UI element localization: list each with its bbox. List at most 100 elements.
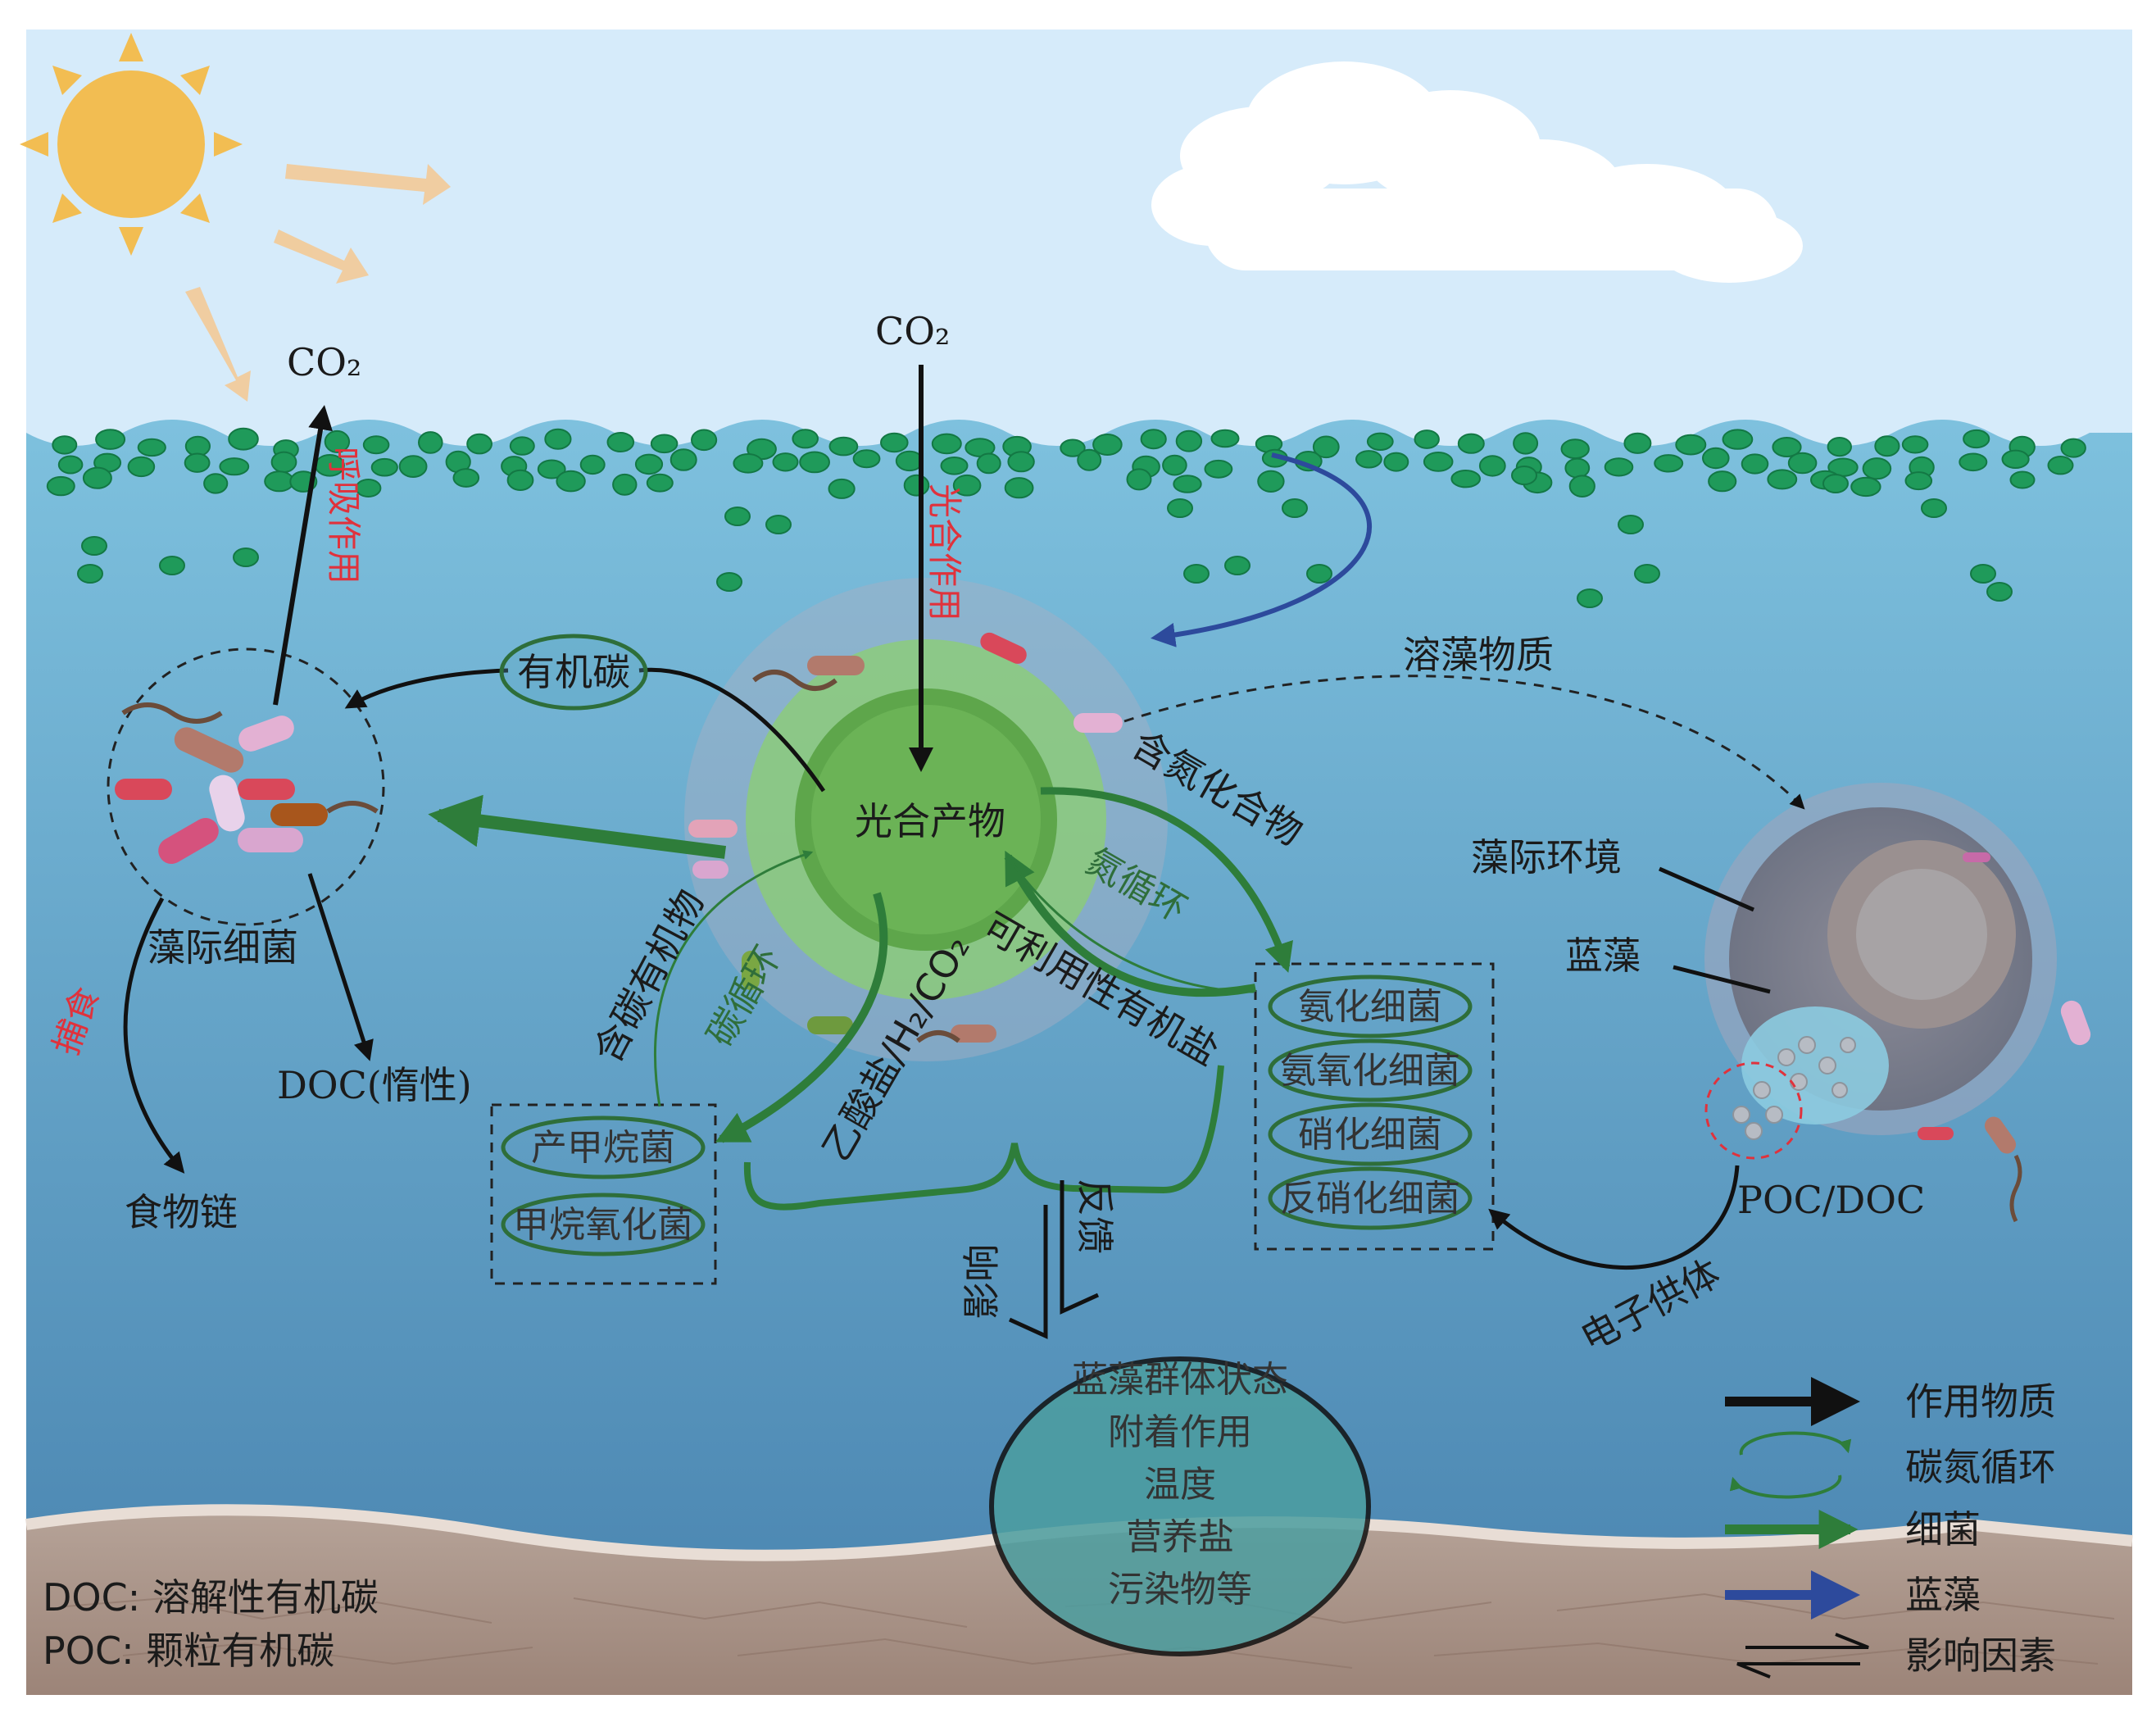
algae-cell — [95, 429, 126, 450]
phycosphere-bacteria-label: 藻际细菌 — [148, 925, 298, 970]
algae-cell — [1257, 470, 1285, 493]
algae-cell — [370, 457, 398, 477]
cyanobacteria-arrow — [1151, 452, 1372, 647]
feedback-label: 反馈 — [1073, 1179, 1117, 1254]
legend — [1725, 1377, 1869, 1679]
algicidal-arrow — [1123, 675, 1805, 810]
algae-cell — [1850, 476, 1881, 498]
factor-1: 附着作用 — [1108, 1411, 1252, 1453]
algae-cell — [880, 432, 909, 453]
factor-4: 污染物等 — [1108, 1569, 1252, 1611]
algae-cell — [646, 473, 674, 493]
algae-cell — [418, 431, 443, 454]
denitrifier-label: 反硝化细菌 — [1280, 1178, 1460, 1220]
algae-cell — [1423, 452, 1454, 472]
sun-icon — [20, 33, 243, 256]
algae-cell — [1077, 448, 1102, 471]
nitrogen-box — [1254, 962, 1495, 1251]
ammonifier-label: 氨化细菌 — [1298, 986, 1442, 1028]
photosynthesis-label: 光合作用 — [924, 484, 965, 621]
algae-cell — [1722, 429, 1754, 450]
cyanobacteria-cell — [1704, 783, 2091, 1223]
algae-cell — [159, 556, 185, 575]
organic-carbon-label: 有机碳 — [517, 650, 630, 694]
phycosphere-env-label: 藻际环境 — [1471, 835, 1622, 879]
algae-cell — [650, 434, 679, 454]
algae-cell — [1306, 564, 1332, 584]
algae-cell — [1204, 459, 1233, 479]
algae-cell — [1162, 454, 1187, 476]
algae-cell — [81, 536, 107, 556]
n-compound-arrow — [1040, 787, 1293, 973]
photo-products-label: 光合产物 — [855, 799, 1005, 843]
algae-cell — [556, 470, 586, 493]
algae-cell — [2009, 470, 2036, 489]
c-cycle-arrow — [654, 850, 814, 1107]
algae-cell — [1173, 475, 1202, 493]
factors-ellipse — [989, 1356, 1371, 1656]
algae-cell — [1457, 433, 1485, 454]
algae-cell — [1414, 429, 1440, 449]
algae-cell — [1366, 432, 1394, 451]
legend-label-4: 影响因素 — [1905, 1633, 2056, 1678]
algae-cell — [184, 452, 211, 473]
algae-cell — [1654, 454, 1684, 473]
algae-cell — [1604, 457, 1634, 477]
algae-cell — [77, 564, 103, 584]
legend-label-1: 碳氮循环 — [1905, 1445, 2056, 1489]
algae-cell — [1183, 564, 1210, 584]
algae-cell — [691, 429, 718, 452]
algae-cell — [137, 438, 166, 457]
n-ellipse-2 — [1268, 1102, 1473, 1166]
algae-cell — [606, 432, 635, 452]
algae-cell — [203, 473, 229, 494]
feedback-harpoons — [1008, 1180, 1100, 1339]
nitrifier-label: 硝化细菌 — [1298, 1114, 1442, 1156]
algae-cell — [1478, 455, 1506, 477]
methanotroph-label: 甲烷氧化菌 — [513, 1204, 693, 1246]
algae-cell — [233, 547, 259, 567]
influence-label: 影响 — [960, 1244, 1004, 1320]
water — [26, 420, 2132, 1598]
algae-cell — [1092, 434, 1123, 456]
algae-cell — [1511, 466, 1537, 485]
predation-arrow — [123, 897, 185, 1174]
doc-inert-label: DOC(惰性) — [277, 1063, 472, 1107]
algae-cell — [1312, 435, 1340, 459]
algae-cell — [324, 429, 351, 453]
algae-cell — [716, 572, 742, 592]
cloud-icon — [1151, 61, 1803, 283]
algae-cell — [1741, 453, 1769, 475]
algae-cell — [931, 433, 962, 455]
algae-cell — [1140, 429, 1167, 450]
organic-carbon-arrow — [638, 667, 826, 793]
algae-cell — [1282, 498, 1308, 518]
algae-cell — [52, 435, 78, 455]
algae-cell — [669, 448, 697, 471]
algae-cell — [228, 427, 259, 451]
legend-label-0: 作用物质 — [1905, 1379, 2056, 1424]
algae-cell — [765, 515, 792, 534]
algae-cell — [1634, 564, 1660, 584]
algae-cell — [362, 435, 390, 455]
n-ellipse-3 — [1268, 1166, 1473, 1230]
algae-cell — [452, 468, 480, 488]
respiration-arrow — [273, 405, 333, 706]
algae-cell — [398, 455, 428, 478]
algae-cell — [1772, 437, 1802, 457]
algae-cell — [270, 451, 297, 473]
algae-cell — [1383, 452, 1409, 472]
bacteria-icons — [115, 702, 379, 864]
algae-cell — [1959, 452, 1988, 472]
algae-cell — [1450, 470, 1481, 488]
definition-doc: DOC: 溶解性有机碳 — [43, 1575, 379, 1620]
algae-cell — [940, 457, 969, 475]
factor-brace — [743, 1065, 1224, 1211]
algae-cell — [1224, 556, 1250, 575]
algae-cell — [544, 428, 572, 450]
algae-cell — [2047, 456, 2074, 475]
algae-cell — [509, 436, 535, 456]
phycosphere-pointer — [1659, 866, 1754, 912]
legend-label-3: 蓝藻 — [1905, 1573, 1981, 1617]
algae-cell — [1577, 588, 1603, 608]
